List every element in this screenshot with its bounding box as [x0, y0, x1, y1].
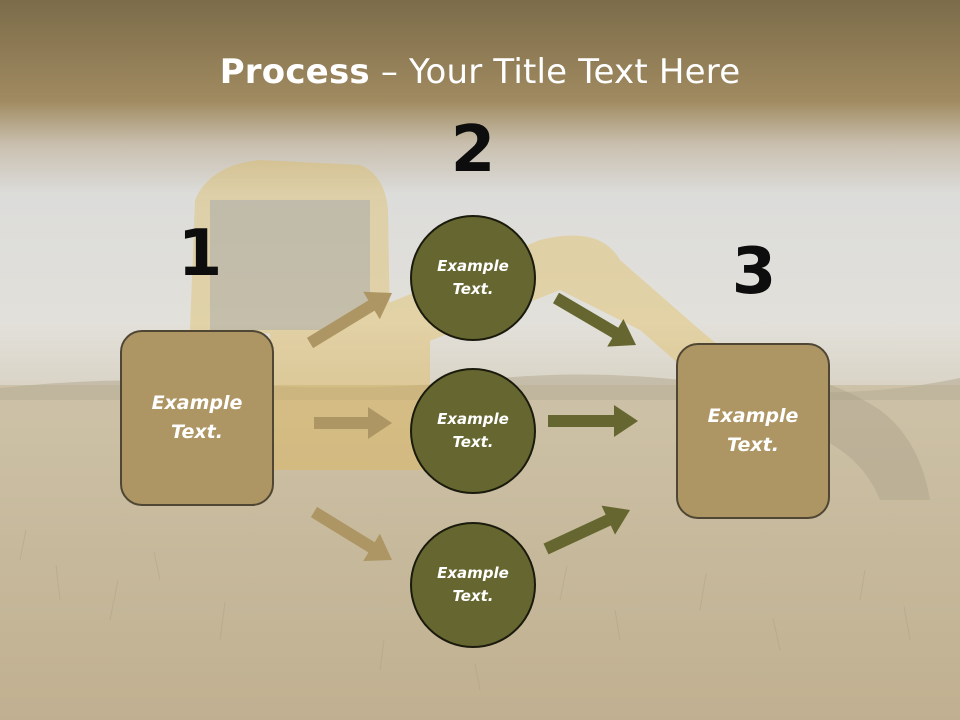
- step-1-text: Example Text.: [151, 392, 243, 443]
- circle-bottom: Example Text.: [410, 522, 536, 648]
- circle-middle: Example Text.: [410, 368, 536, 494]
- arrow-box1-to-middle: [314, 407, 392, 439]
- circle-bottom-text: Example Text.: [437, 564, 509, 605]
- arrow-box1-to-top: [306, 291, 392, 349]
- step-3-box: Example Text.: [676, 343, 830, 519]
- arrow-box1-to-bottom: [310, 506, 392, 561]
- step-1-box: Example Text.: [120, 330, 274, 506]
- circle-top: Example Text.: [410, 215, 536, 341]
- step-3-text: Example Text.: [707, 405, 799, 456]
- arrow-top-to-box3: [553, 292, 636, 347]
- step-1-number: 1: [177, 217, 223, 291]
- step-3-number: 3: [731, 235, 777, 309]
- circle-top-text: Example Text.: [437, 257, 509, 298]
- slide-title: Process – Your Title Text Here: [0, 52, 960, 92]
- title-bold: Process: [219, 52, 370, 92]
- title-rest: – Your Title Text Here: [369, 52, 741, 92]
- step-2-number: 2: [450, 113, 496, 187]
- arrow-middle-to-box3: [548, 405, 638, 437]
- circle-middle-text: Example Text.: [437, 410, 509, 451]
- arrow-bottom-to-box3: [543, 505, 630, 555]
